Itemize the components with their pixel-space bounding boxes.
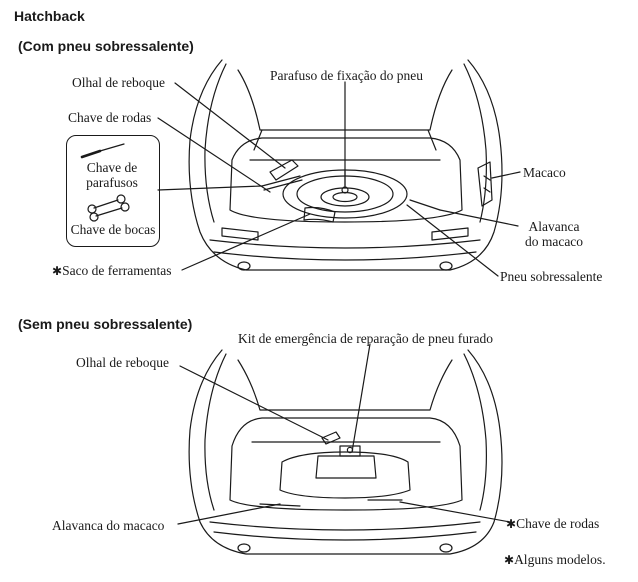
tool-callout-box: [66, 135, 160, 247]
label-jack-lever-2: Alavanca do macaco: [52, 518, 165, 533]
section-heading-with-spare: (Com pneu sobressalente): [18, 38, 194, 54]
label-tow-eye-2: Olhal de reboque: [76, 355, 169, 370]
label-jack-lever-line2: do macaco: [524, 234, 584, 249]
label-screwdriver-line1: Chave de: [86, 160, 138, 175]
label-tow-eye: Olhal de reboque: [72, 75, 165, 90]
label-repair-kit: Kit de emergência de reparação de pneu f…: [238, 331, 493, 346]
label-lug-wrench: Chave de rodas: [68, 110, 152, 125]
label-screwdriver-line2: parafusos: [86, 175, 138, 190]
asterisk-icon: ✱: [504, 553, 515, 567]
asterisk-icon: ✱: [52, 264, 63, 278]
section-heading-without-spare: (Sem pneu sobressalente): [18, 316, 193, 332]
label-box-wrench: Chave de bocas: [70, 222, 156, 237]
footnote-text: Alguns modelos.: [514, 552, 606, 567]
asterisk-icon: ✱: [506, 517, 517, 531]
label-tire-bolt: Parafuso de fixação do pneu: [270, 68, 423, 83]
label-lug-wrench-2-text: Chave de rodas: [516, 516, 600, 531]
label-jack-lever-line1: Alavanca: [528, 219, 580, 234]
label-lug-wrench-2: ✱Chave de rodas: [506, 516, 599, 532]
page-title: Hatchback: [14, 8, 85, 24]
label-spare-tire: Pneu sobressalente: [500, 269, 603, 284]
label-tool-bag-text: Saco de ferramentas: [62, 263, 172, 278]
label-jack: Macaco: [523, 165, 566, 180]
footnote: ✱Alguns modelos.: [504, 552, 606, 568]
label-tool-bag: ✱Saco de ferramentas: [52, 263, 172, 279]
